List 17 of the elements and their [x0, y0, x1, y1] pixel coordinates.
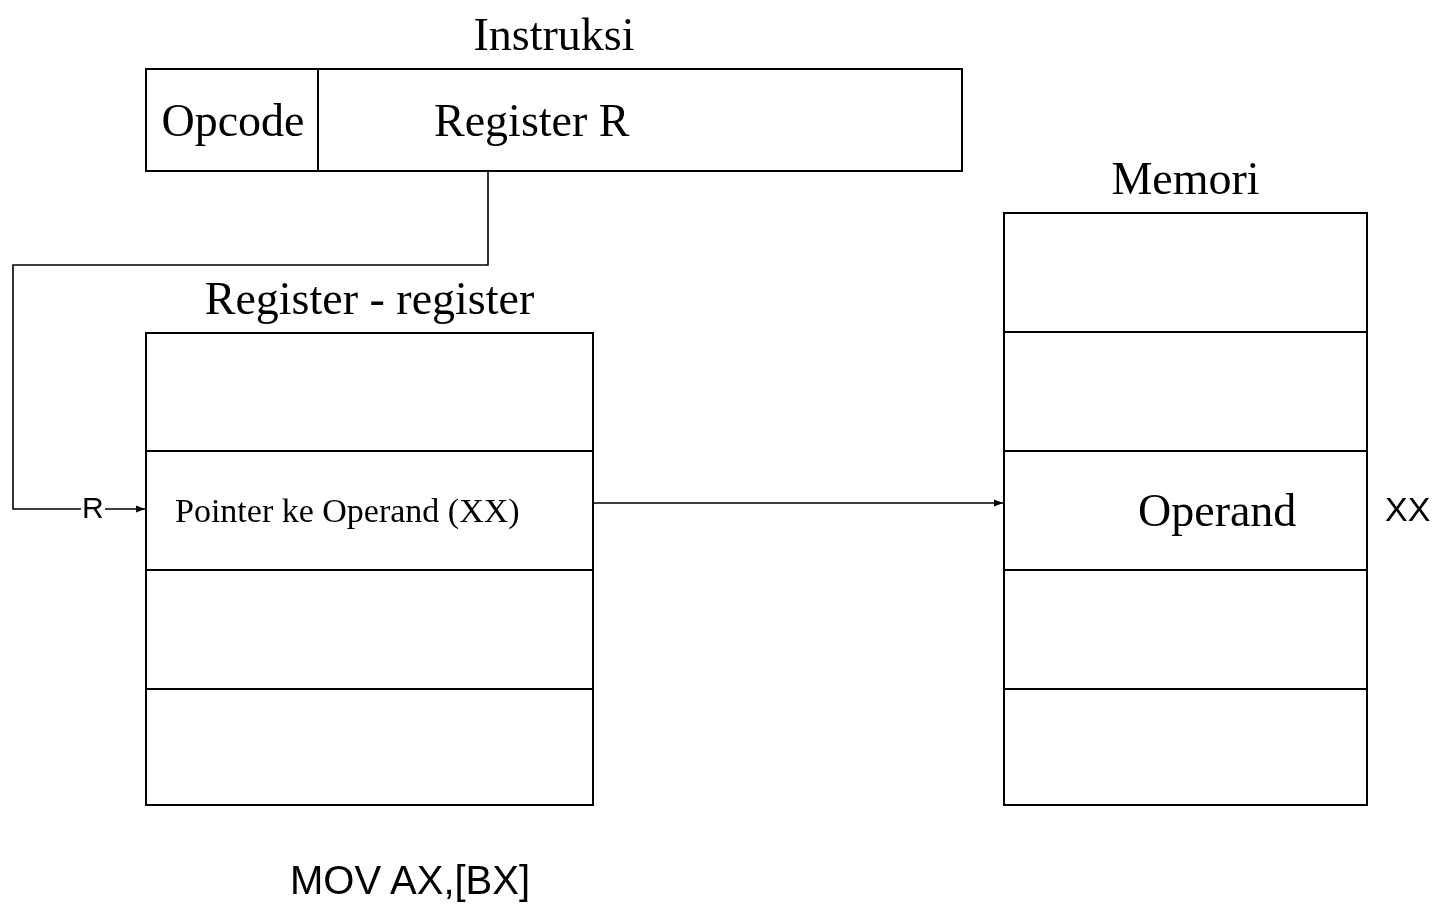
memory-heading: Memori	[1110, 152, 1261, 206]
register-cell	[145, 332, 594, 452]
memory-cell	[1003, 331, 1368, 452]
register-cell: Pointer ke Operand (XX)	[145, 450, 594, 571]
memory-cell	[1003, 212, 1368, 333]
address-label: XX	[1385, 490, 1431, 529]
register-cell	[145, 688, 594, 806]
register-field: Register R	[317, 68, 963, 172]
instruction-heading: Instruksi	[472, 8, 636, 62]
register-cell	[145, 569, 594, 690]
memory-cell	[1003, 569, 1368, 690]
instruction-caption: MOV AX,[BX]	[290, 858, 531, 903]
memory-cell: Operand	[1003, 450, 1368, 571]
register-heading: Register - register	[203, 272, 536, 326]
memory-cell	[1003, 688, 1368, 806]
arrow	[12, 171, 489, 513]
arrow	[593, 499, 1004, 507]
